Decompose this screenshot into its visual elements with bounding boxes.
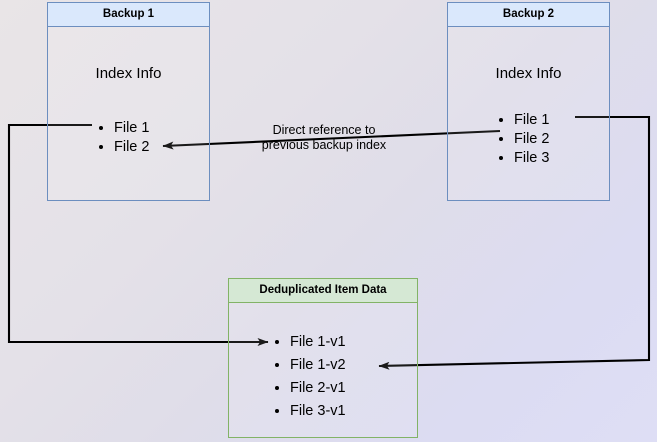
node-backup-1-body: Index Info File 1 File 2 bbox=[48, 27, 209, 200]
list-item: File 3-v1 bbox=[290, 400, 346, 423]
list-item: File 2 bbox=[114, 138, 149, 157]
list-item: File 1 bbox=[114, 119, 149, 138]
node-backup-2-header: Backup 2 bbox=[448, 3, 609, 27]
backup-1-index-info-label: Index Info bbox=[95, 65, 162, 82]
edge-label-direct-reference: Direct reference to previous backup inde… bbox=[261, 123, 387, 152]
node-deduplicated-item-data-body: File 1-v1 File 1-v2 File 2-v1 File 3-v1 bbox=[229, 303, 417, 437]
node-deduplicated-item-data[interactable]: Deduplicated Item Data File 1-v1 File 1-… bbox=[228, 278, 418, 438]
list-item: File 2-v1 bbox=[290, 377, 346, 400]
list-item: File 1-v2 bbox=[290, 354, 346, 377]
node-backup-2[interactable]: Backup 2 Index Info File 1 File 2 File 3 bbox=[447, 2, 610, 201]
node-backup-2-body: Index Info File 1 File 2 File 3 bbox=[448, 27, 609, 200]
list-item: File 1-v1 bbox=[290, 331, 346, 354]
node-backup-1-header: Backup 1 bbox=[48, 3, 209, 27]
node-backup-1[interactable]: Backup 1 Index Info File 1 File 2 bbox=[47, 2, 210, 201]
backup-2-index-info-label: Index Info bbox=[495, 65, 562, 82]
node-deduplicated-item-data-header: Deduplicated Item Data bbox=[229, 279, 417, 303]
list-item: File 3 bbox=[514, 149, 549, 168]
backup-1-file-list: File 1 File 2 bbox=[98, 119, 149, 157]
backup-2-file-list: File 1 File 2 File 3 bbox=[498, 111, 549, 168]
list-item: File 2 bbox=[514, 130, 549, 149]
deduplicated-file-list: File 1-v1 File 1-v2 File 2-v1 File 3-v1 bbox=[274, 331, 346, 423]
list-item: File 1 bbox=[514, 111, 549, 130]
